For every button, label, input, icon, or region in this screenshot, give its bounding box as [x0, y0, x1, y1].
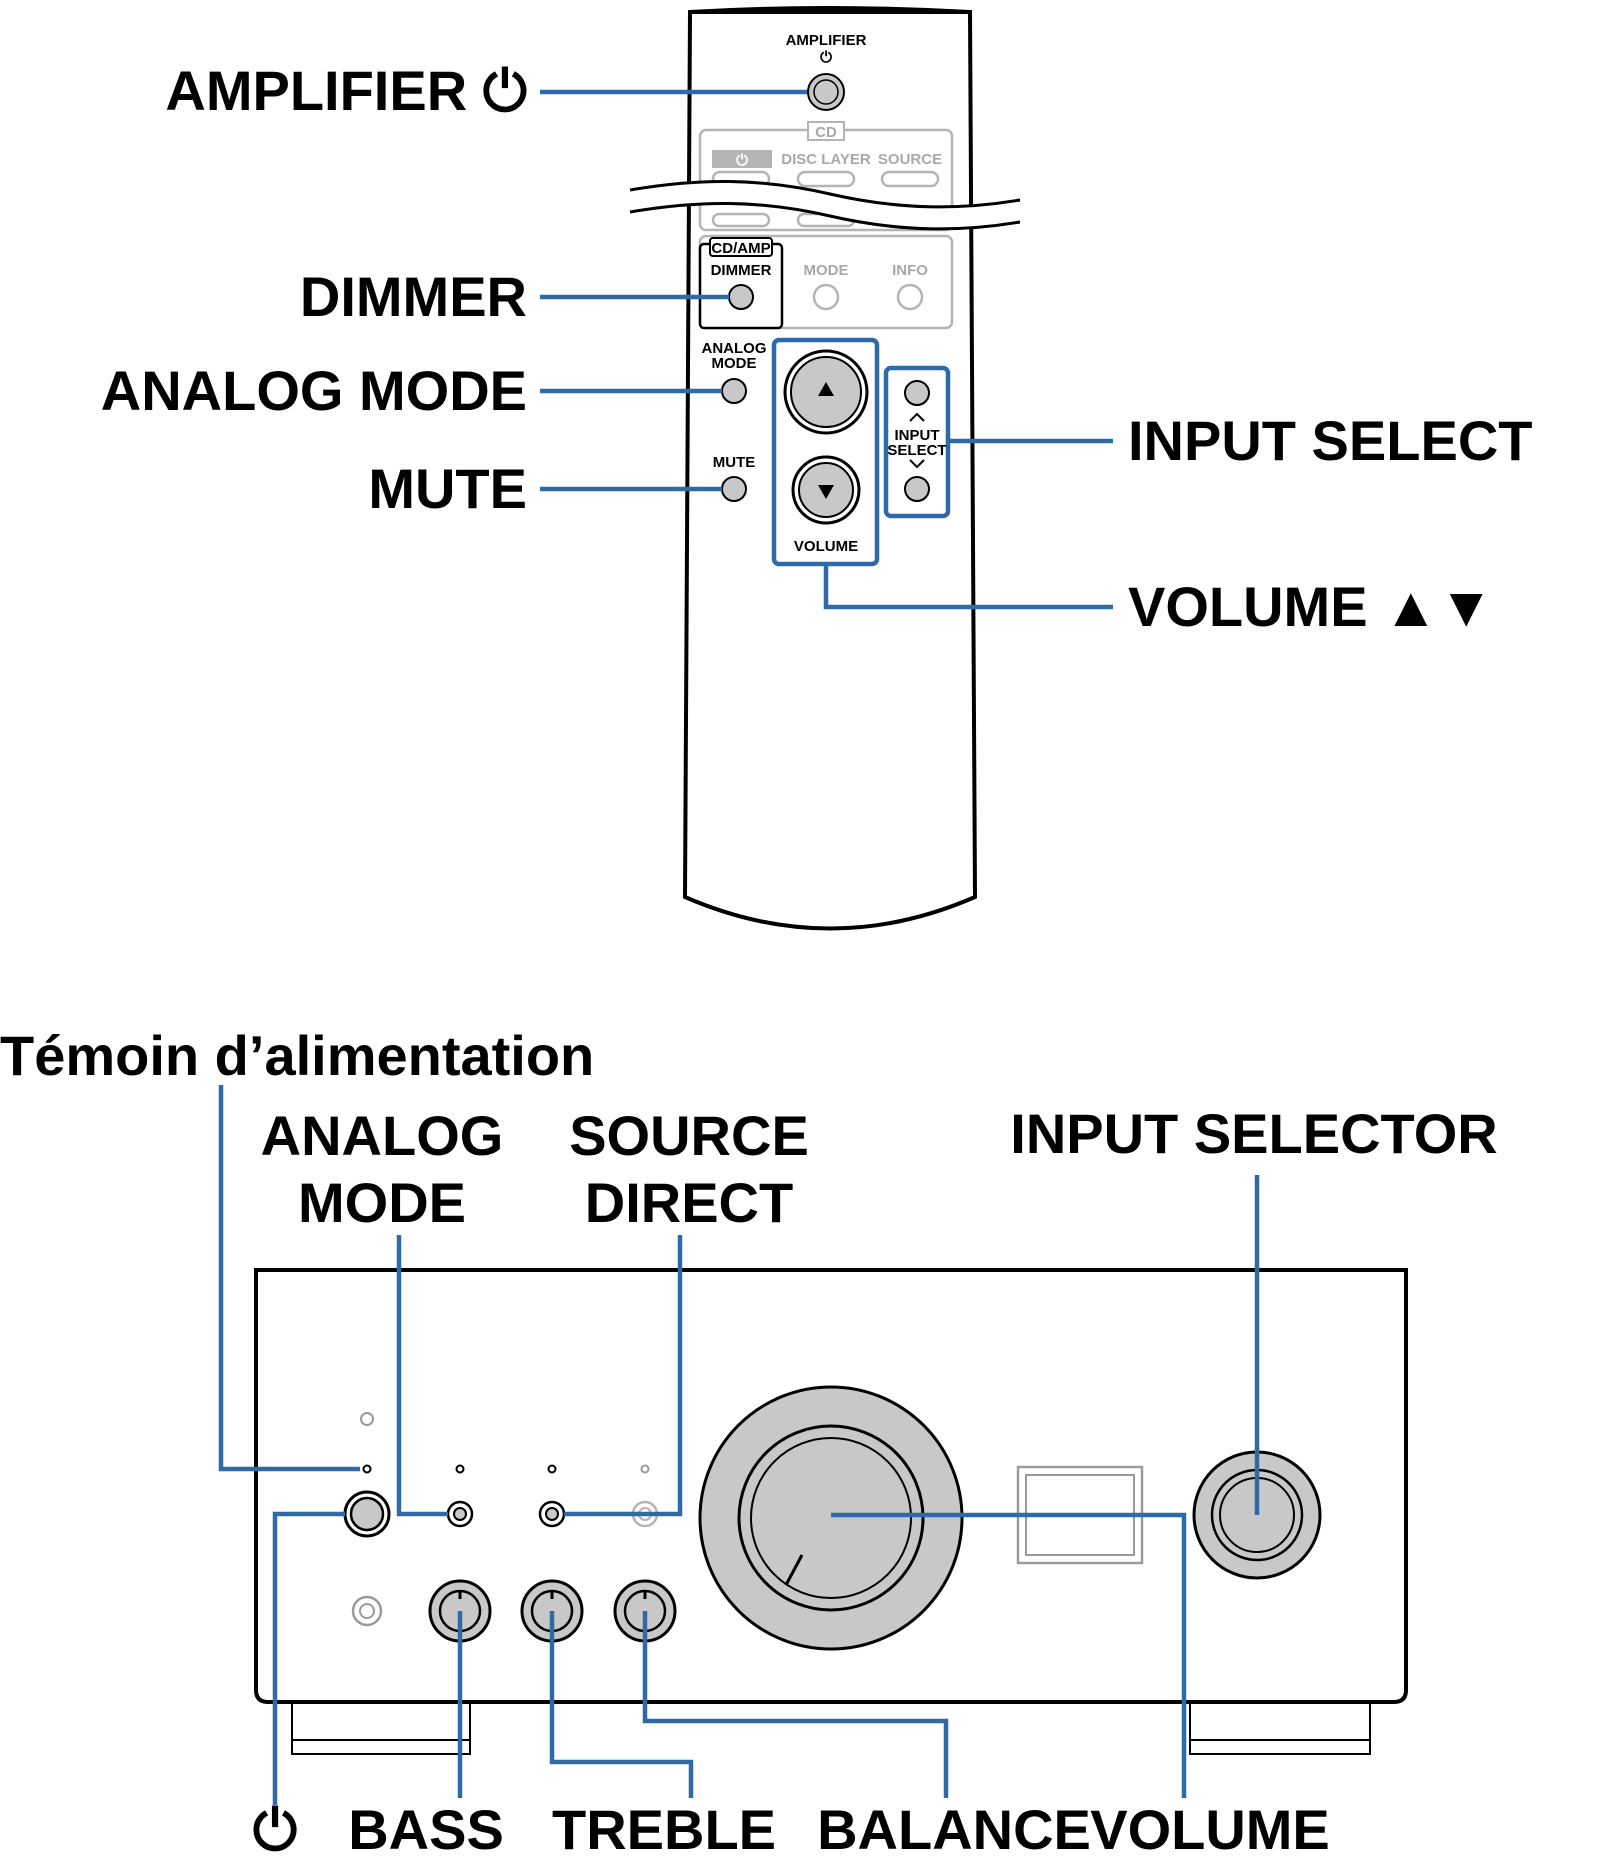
- remote-cut-band: [630, 181, 1020, 229]
- panel-callouts: Témoin d’alimentation ANALOG MODE SOURCE…: [0, 1024, 1498, 1861]
- callout-mute: MUTE: [368, 457, 527, 520]
- remote-input-select-label-1: INPUT: [895, 427, 940, 444]
- callout-volume: VOLUME ▲▼: [1128, 575, 1494, 638]
- callout-input-selector: INPUT SELECTOR: [1010, 1102, 1497, 1165]
- remote-mute-label: MUTE: [713, 454, 756, 471]
- remote-amplifier-label: AMPLIFIER: [786, 32, 867, 49]
- remote-info-label: INFO: [892, 262, 928, 279]
- panel-fourth-indicator: [640, 1464, 650, 1474]
- remote-dimmer-button[interactable]: [728, 284, 754, 310]
- panel-source-direct-indicator: [547, 1464, 557, 1474]
- leader-panel-volume: [831, 1512, 1187, 1798]
- panel-volume-knob[interactable]: [698, 1385, 964, 1651]
- remote-cd-tag: CD: [815, 124, 837, 141]
- remote-cd-row2-button-1: [711, 212, 771, 228]
- remote-disc-layer-button[interactable]: [796, 170, 856, 188]
- remote-info-button[interactable]: [896, 283, 924, 311]
- remote-analog-mode-label-1: ANALOG: [702, 340, 767, 357]
- remote-cdamp-tag-box: [709, 237, 773, 257]
- callout-source-direct-2: DIRECT: [585, 1171, 793, 1234]
- remote-input-select-label-2: SELECT: [887, 442, 946, 459]
- callout-input-select: INPUT SELECT: [1128, 409, 1532, 472]
- callout-dimmer: DIMMER: [300, 265, 527, 328]
- remote-disc-layer-label: DISC LAYER: [781, 151, 871, 168]
- panel-power-indicator: [362, 1464, 372, 1474]
- remote-analog-mode-label-2: MODE: [712, 355, 757, 372]
- remote-input-select-up-icon: [909, 412, 925, 422]
- callout-treble: TREBLE: [552, 1798, 776, 1861]
- callout-bass: BASS: [348, 1798, 504, 1861]
- callout-balance: BALANCE: [817, 1798, 1091, 1861]
- callout-source-direct-1: SOURCE: [569, 1104, 809, 1167]
- remote-mode-label: MODE: [804, 262, 849, 279]
- panel-source-direct-button[interactable]: [545, 1507, 559, 1521]
- callout-amplifier: AMPLIFIER ⏻: [165, 59, 527, 122]
- remote-cd-power-icon: ⏻: [736, 152, 748, 169]
- callout-panel-power: ⏻: [253, 1798, 297, 1861]
- remote-cut-line-top: [629, 179, 1021, 209]
- remote-input-select-up-button[interactable]: [904, 380, 930, 406]
- remote-source-button[interactable]: [880, 170, 940, 188]
- leader-power-indicator: [218, 1085, 360, 1472]
- leader-treble: [549, 1611, 694, 1798]
- remote-amplifier-power-icon: ⏻: [820, 49, 832, 66]
- remote-mode-button[interactable]: [812, 283, 840, 311]
- remote-callouts: AMPLIFIER ⏻ DIMMER ANALOG MODE MUTE INPU…: [101, 59, 1533, 638]
- leader-panel-analog-mode: [396, 1235, 448, 1517]
- panel-left-foot: [291, 1702, 471, 1755]
- leader-source-direct: [564, 1235, 683, 1517]
- remote-cdamp-tag: CD/AMP: [711, 240, 770, 257]
- panel-analog-mode-indicator: [455, 1464, 465, 1474]
- front-panel: [254, 1268, 1408, 1755]
- panel-remote-sensor: [360, 1412, 374, 1426]
- callout-power-indicator: Témoin d’alimentation: [0, 1024, 594, 1087]
- leader-panel-power: [272, 1511, 345, 1805]
- remote-input-select-down-icon: [909, 459, 925, 469]
- remote-volume-label: VOLUME: [794, 538, 858, 555]
- panel-headphone-jack: [359, 1603, 375, 1619]
- callout-panel-analog-mode-1: ANALOG: [261, 1104, 504, 1167]
- panel-analog-mode-button[interactable]: [453, 1507, 467, 1521]
- callout-panel-analog-mode-2: MODE: [298, 1171, 466, 1234]
- leader-volume: [823, 564, 1113, 610]
- remote-volume-down-icon: [818, 485, 834, 499]
- remote-cut-line-bottom: [629, 201, 1021, 231]
- remote-cd-power-key: [712, 150, 772, 168]
- remote-control: AMPLIFIER ⏻ CD ⏻ DISC LAYER SOURCE CD/AM…: [629, 6, 1021, 931]
- remote-source-label: SOURCE: [878, 151, 942, 168]
- remote-amplifier-button-inner: [813, 79, 839, 105]
- remote-cd-tag-box: [807, 121, 845, 141]
- remote-analog-mode-button[interactable]: [721, 378, 747, 404]
- remote-dimmer-label: DIMMER: [711, 262, 772, 279]
- leader-balance: [642, 1611, 949, 1798]
- panel-power-button[interactable]: [349, 1496, 385, 1532]
- panel-right-foot: [1189, 1702, 1371, 1755]
- remote-volume-up-icon: [818, 382, 834, 396]
- remote-mute-button[interactable]: [721, 476, 747, 502]
- callout-panel-volume: VOLUME: [1090, 1798, 1330, 1861]
- remote-input-select-down-button[interactable]: [904, 476, 930, 502]
- callout-analog-mode: ANALOG MODE: [101, 359, 527, 422]
